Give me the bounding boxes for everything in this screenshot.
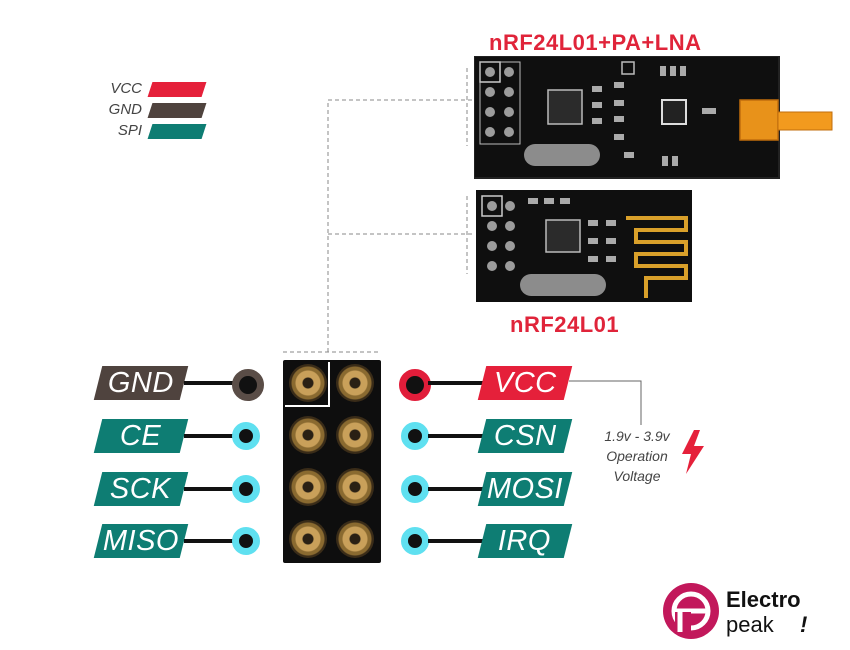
- header-pin: [289, 520, 327, 558]
- lightning-icon: [682, 430, 704, 474]
- header-pin: [336, 416, 374, 454]
- brand-name-line1: Electro: [726, 587, 801, 612]
- wire-miso: [184, 539, 240, 543]
- header-pin: [336, 468, 374, 506]
- pin-dot-mosi: [401, 475, 429, 503]
- pin-label-gnd-text: GND: [108, 366, 174, 399]
- wire-vcc: [428, 381, 486, 385]
- pin-dot-gnd: [232, 369, 264, 401]
- pin-dot-irq: [401, 527, 429, 555]
- pin-dot-miso: [232, 527, 260, 555]
- pin-label-miso-text: MISO: [102, 524, 180, 557]
- header-pin: [336, 364, 374, 402]
- header-pin: [289, 364, 327, 402]
- wire-csn: [428, 434, 486, 438]
- brand-name-line2: peak: [726, 612, 774, 637]
- pin-label-csn: CSN: [477, 419, 573, 453]
- nrf24l01-pa-lna-board: [474, 56, 833, 179]
- module-title-basic: nRF24L01: [510, 312, 620, 337]
- pin-label-sck-text: SCK: [110, 472, 172, 505]
- legend-label-spi: SPI: [117, 122, 142, 139]
- header-pin: [336, 520, 374, 558]
- header-pin: [289, 416, 327, 454]
- pin-dot-vcc: [399, 369, 431, 401]
- pin-label-vcc-text: VCC: [493, 366, 557, 399]
- pin-dot-ce: [232, 422, 260, 450]
- wire-mosi: [428, 487, 486, 491]
- nrf24l01-board: [476, 190, 692, 302]
- brand-mark: !: [800, 612, 808, 637]
- wire-irq: [428, 539, 486, 543]
- pin-label-sck: SCK: [93, 472, 189, 506]
- pin-label-gnd: GND: [93, 366, 189, 400]
- wire-sck: [184, 487, 240, 491]
- pin-label-mosi-text: MOSI: [486, 472, 564, 505]
- pin-dot-sck: [232, 475, 260, 503]
- legend-label-vcc: VCC: [110, 80, 142, 97]
- pin-label-irq-text: IRQ: [498, 524, 552, 557]
- pin-label-vcc: VCC: [477, 366, 573, 400]
- pin-label-irq: IRQ: [477, 524, 573, 558]
- pin-label-csn-text: CSN: [493, 419, 557, 452]
- header-pin: [289, 468, 327, 506]
- wire-gnd: [184, 381, 240, 385]
- pin-label-ce: CE: [93, 419, 189, 453]
- wire-ce: [184, 434, 240, 438]
- module-title-pa-lna: nRF24L01+PA+LNA: [489, 30, 702, 55]
- voltage-caption-line2: Voltage: [613, 468, 661, 484]
- pin-label-miso: MISO: [93, 524, 189, 558]
- pin-label-mosi: MOSI: [477, 472, 573, 506]
- pin-dot-csn: [401, 422, 429, 450]
- voltage-range: 1.9v - 3.9v: [604, 428, 670, 444]
- voltage-caption-line1: Operation: [606, 448, 668, 464]
- pin-label-ce-text: CE: [120, 419, 162, 452]
- legend-label-gnd: GND: [108, 101, 142, 118]
- pin1-marker: [285, 362, 330, 407]
- electropeak-logo-icon: [663, 583, 719, 639]
